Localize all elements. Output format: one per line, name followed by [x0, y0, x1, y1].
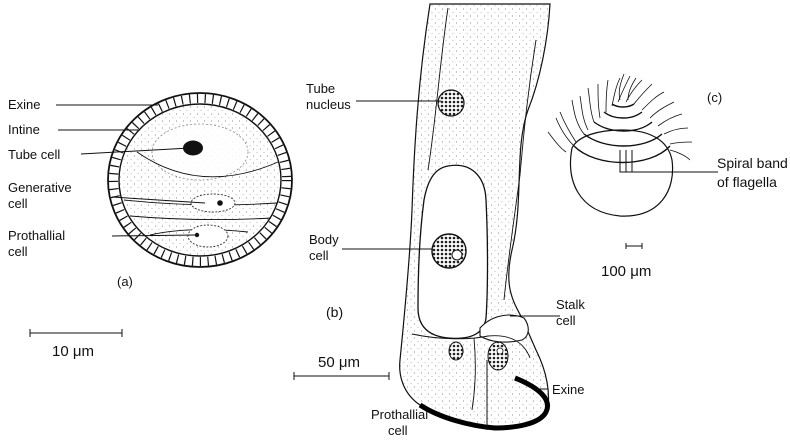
scale-label-a: 10 μm: [52, 343, 94, 360]
label-exine-a: Exine: [8, 97, 41, 112]
scale-label-b: 50 μm: [318, 354, 360, 371]
panel-b: Tube nucleus Body cell Stalk cell Exine …: [294, 4, 585, 438]
label-prothallial-a-1: Prothallial: [8, 228, 65, 243]
label-spiral-band-1: Spiral band: [717, 155, 788, 171]
sperm-body: [571, 130, 673, 216]
prothallial-nucleus-b-1: [449, 342, 463, 360]
label-prothallial-b-1: Prothallial: [371, 407, 428, 422]
body-cell-nucleolus: [452, 250, 462, 260]
spiral-band-5: [612, 104, 634, 107]
tube-nucleus-b: [438, 90, 464, 116]
label-stalk-cell-2: cell: [556, 313, 576, 328]
label-tube-nucleus-1: Tube: [306, 81, 335, 96]
label-tube-nucleus-2: nucleus: [306, 97, 351, 112]
prothallial-nucleus-a: [195, 233, 199, 237]
panel-c-tag: (c): [707, 90, 722, 105]
label-body-cell-2: cell: [309, 248, 329, 263]
label-stalk-cell-1: Stalk: [556, 297, 585, 312]
prothallial-nucleolus-b: [497, 348, 503, 354]
label-generative-a-1: Generative: [8, 180, 72, 195]
label-prothallial-a-2: cell: [8, 244, 28, 259]
panel-a: Exine Intine Tube cell Generative cell P…: [8, 93, 292, 360]
label-tube-cell-a: Tube cell: [8, 147, 60, 162]
label-generative-a-2: cell: [8, 196, 28, 211]
label-intine-a: Intine: [8, 122, 40, 137]
prothallial-nucleus-b-2: [488, 342, 508, 370]
generative-nucleus-a: [217, 200, 223, 206]
panel-a-tag: (a): [117, 274, 133, 289]
spiral-band-4: [604, 112, 642, 118]
prothallial-cell-a: [188, 225, 228, 247]
panel-b-tag: (b): [326, 304, 343, 320]
label-prothallial-b-2: cell: [388, 423, 408, 438]
scale-label-c: 100 μm: [601, 263, 651, 280]
label-body-cell-1: Body: [309, 232, 339, 247]
panel-c: Spiral band of flagella (c) 100 μm: [548, 74, 788, 280]
label-exine-b: Exine: [552, 382, 585, 397]
label-spiral-band-2: of flagella: [717, 174, 777, 190]
body-cell-nucleus: [432, 234, 466, 268]
